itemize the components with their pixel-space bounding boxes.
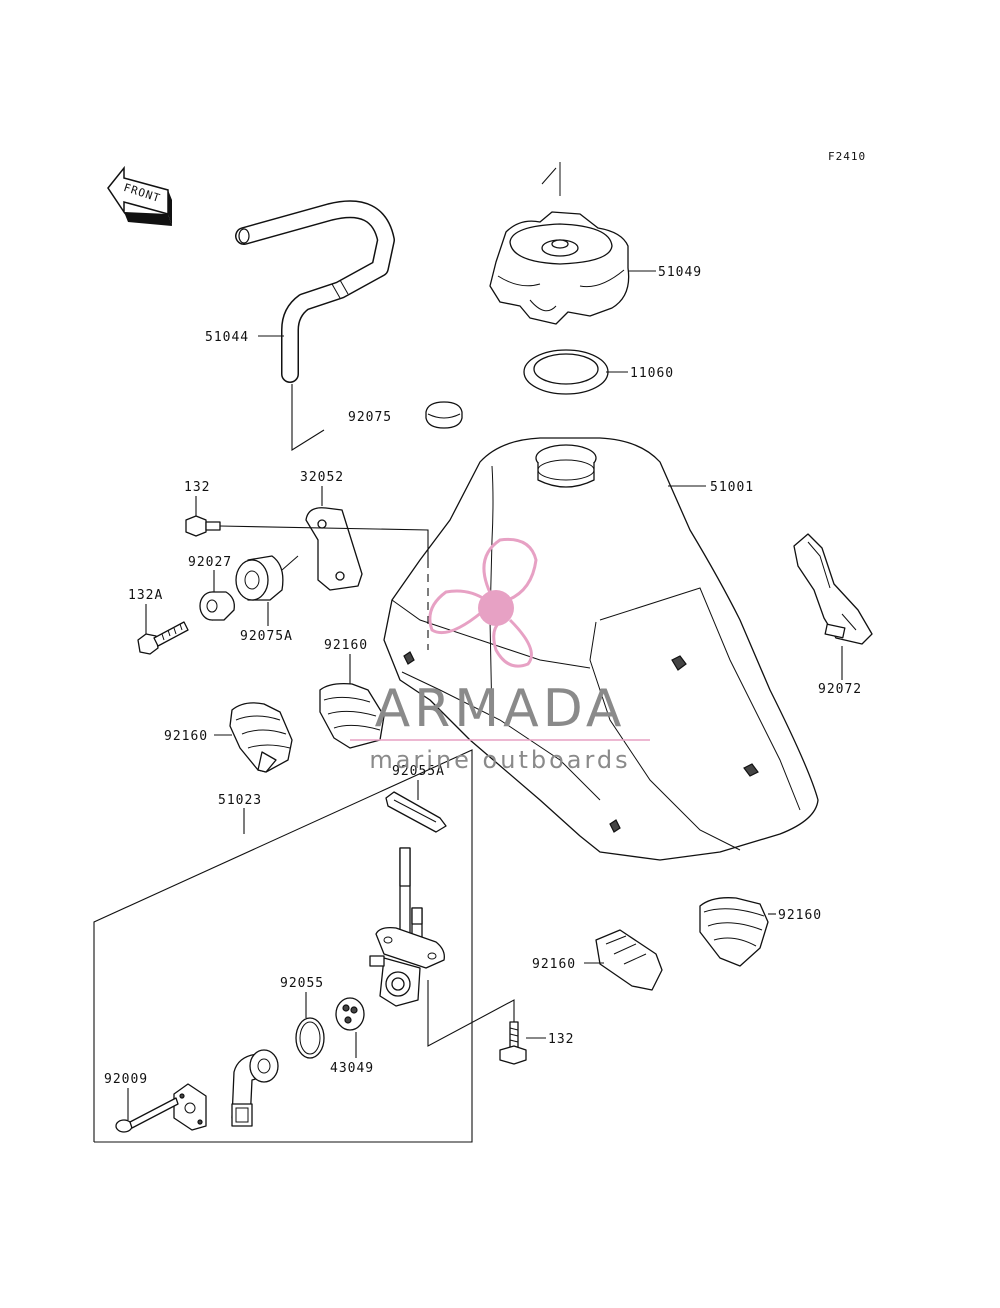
fuel-cock-lever	[231, 1049, 279, 1127]
rubber-damper	[235, 555, 299, 601]
part-number-damper: 92075A	[240, 629, 293, 644]
tank-damper-center	[319, 682, 385, 749]
watermark-tagline: marine outboards	[369, 746, 630, 774]
part-number-damper-right-upper: 92160	[778, 908, 822, 923]
fuel-cock-body	[369, 847, 445, 1007]
part-number-screw: 92009	[104, 1072, 148, 1087]
part-number-breather-hose: 51044	[205, 330, 249, 345]
part-number-bolt-upper: 132	[184, 480, 210, 495]
part-number-damper-left: 92160	[164, 729, 208, 744]
screw	[115, 1097, 179, 1133]
tank-damper-right-lower	[595, 929, 663, 991]
part-number-filter: 43049	[330, 1061, 374, 1076]
bolt-lower	[499, 1021, 527, 1065]
part-number-bracket: 32052	[300, 470, 344, 485]
part-number-bolt-a: 132A	[128, 588, 163, 603]
part-number-damper-right-lower: 92160	[532, 957, 576, 972]
watermark-brand: ARMADA	[375, 679, 626, 739]
tank-strap	[793, 533, 873, 645]
part-number-plug: 92075	[348, 410, 392, 425]
figure-code: F2410	[828, 150, 866, 163]
breather-hose	[235, 200, 395, 383]
part-number-gasket-a: 92055A	[392, 764, 445, 779]
rubber-plug	[425, 401, 463, 429]
part-number-strap: 92072	[818, 682, 862, 697]
filter-screen	[335, 997, 365, 1031]
gasket-a	[385, 791, 447, 833]
watermark: ARMADA marine outboards	[350, 537, 650, 774]
part-number-fuel-tank: 51001	[710, 480, 754, 495]
part-number-cap-gasket: 11060	[630, 366, 674, 381]
part-number-fuel-cock-assy: 51023	[218, 793, 262, 808]
cap-gasket	[523, 349, 609, 395]
collar	[199, 591, 235, 621]
tank-damper-left	[229, 702, 293, 773]
fuel-tank	[383, 437, 819, 861]
part-number-collar: 92027	[188, 555, 232, 570]
fuel-cap	[489, 162, 630, 325]
fuel-cock-assy-group	[93, 749, 473, 1143]
propeller-logo-icon	[428, 537, 538, 668]
part-number-fuel-cap: 51049	[658, 265, 702, 280]
bolt-upper	[185, 515, 221, 537]
cover-plate	[173, 1083, 207, 1131]
bolt-a	[137, 621, 189, 655]
mounting-bracket	[305, 507, 363, 591]
part-number-damper-center: 92160	[324, 638, 368, 653]
part-number-o-ring: 92055	[280, 976, 324, 991]
tank-damper-right-upper	[699, 897, 769, 967]
part-number-bolt-lower: 132	[548, 1032, 574, 1047]
o-ring	[295, 1017, 325, 1059]
front-arrow-icon: FRONT	[107, 165, 172, 226]
